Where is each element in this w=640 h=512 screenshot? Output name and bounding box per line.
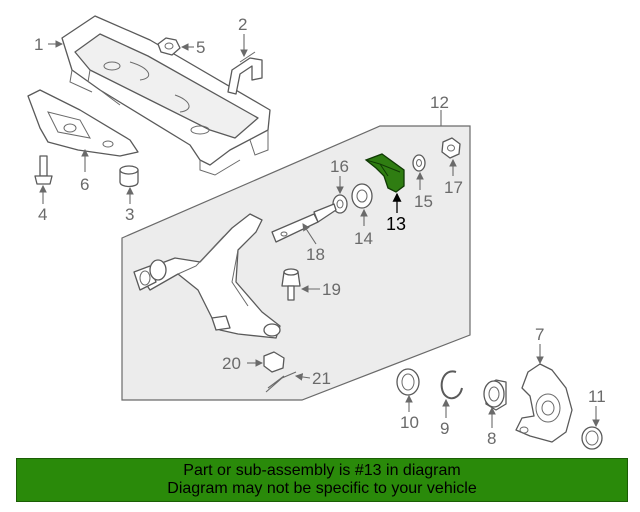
nut-part-5[interactable] xyxy=(157,37,181,56)
bolt-part-4[interactable] xyxy=(34,155,53,185)
brace-plate-part[interactable] xyxy=(27,89,139,157)
bracket-part[interactable] xyxy=(227,51,263,95)
callout-18: 18 xyxy=(306,245,325,264)
ball-joint-part-19[interactable] xyxy=(281,268,301,301)
callout-2: 2 xyxy=(238,15,247,34)
callout-labels: 1 2 5 6 4 3 12 16 13 14 15 17 18 19 20 2… xyxy=(34,15,606,448)
callout-12: 12 xyxy=(430,93,449,112)
callout-20: 20 xyxy=(222,354,241,373)
shaft-part-18[interactable] xyxy=(271,203,337,243)
crossmember-part[interactable] xyxy=(61,15,271,176)
seal-part-10[interactable] xyxy=(396,368,420,396)
callout-21: 21 xyxy=(312,369,331,388)
callout-9: 9 xyxy=(440,419,449,438)
bushing-part-14[interactable] xyxy=(351,183,373,209)
callout-7: 7 xyxy=(535,325,544,344)
callout-3: 3 xyxy=(125,205,134,224)
callout-16: 16 xyxy=(330,157,349,176)
bushing-part-3[interactable] xyxy=(119,165,139,188)
callout-8: 8 xyxy=(487,429,496,448)
cotter-pin-part-21[interactable] xyxy=(265,371,297,393)
callout-10: 10 xyxy=(400,413,419,432)
callout-17: 17 xyxy=(444,178,463,197)
snap-ring-part-9[interactable] xyxy=(440,370,463,400)
nut-part-20[interactable] xyxy=(263,351,285,373)
callout-13: 13 xyxy=(386,214,406,234)
footer-banner: Part or sub-assembly is #13 in diagram D… xyxy=(16,458,628,502)
control-arm-part[interactable] xyxy=(133,213,281,339)
callout-1: 1 xyxy=(34,35,43,54)
knuckle-part-7[interactable] xyxy=(515,363,573,443)
highlighted-part-13[interactable] xyxy=(364,153,405,193)
nut-part-17[interactable] xyxy=(441,137,461,159)
callout-11: 11 xyxy=(588,387,606,406)
ring-part-11[interactable] xyxy=(581,426,603,450)
callout-19: 19 xyxy=(322,280,341,299)
callout-5: 5 xyxy=(196,38,205,57)
washer-part-15[interactable] xyxy=(412,154,426,172)
bearing-part-8[interactable] xyxy=(483,379,507,411)
assembly-12-outline xyxy=(121,125,471,401)
callout-4: 4 xyxy=(38,205,47,224)
callout-6: 6 xyxy=(80,175,89,194)
callout-15: 15 xyxy=(414,192,433,211)
leader-lines xyxy=(39,34,600,428)
footer-line-2: Diagram may not be specific to your vehi… xyxy=(167,480,477,497)
footer-line-1: Part or sub-assembly is #13 in diagram xyxy=(183,462,461,479)
callout-14: 14 xyxy=(354,229,373,248)
